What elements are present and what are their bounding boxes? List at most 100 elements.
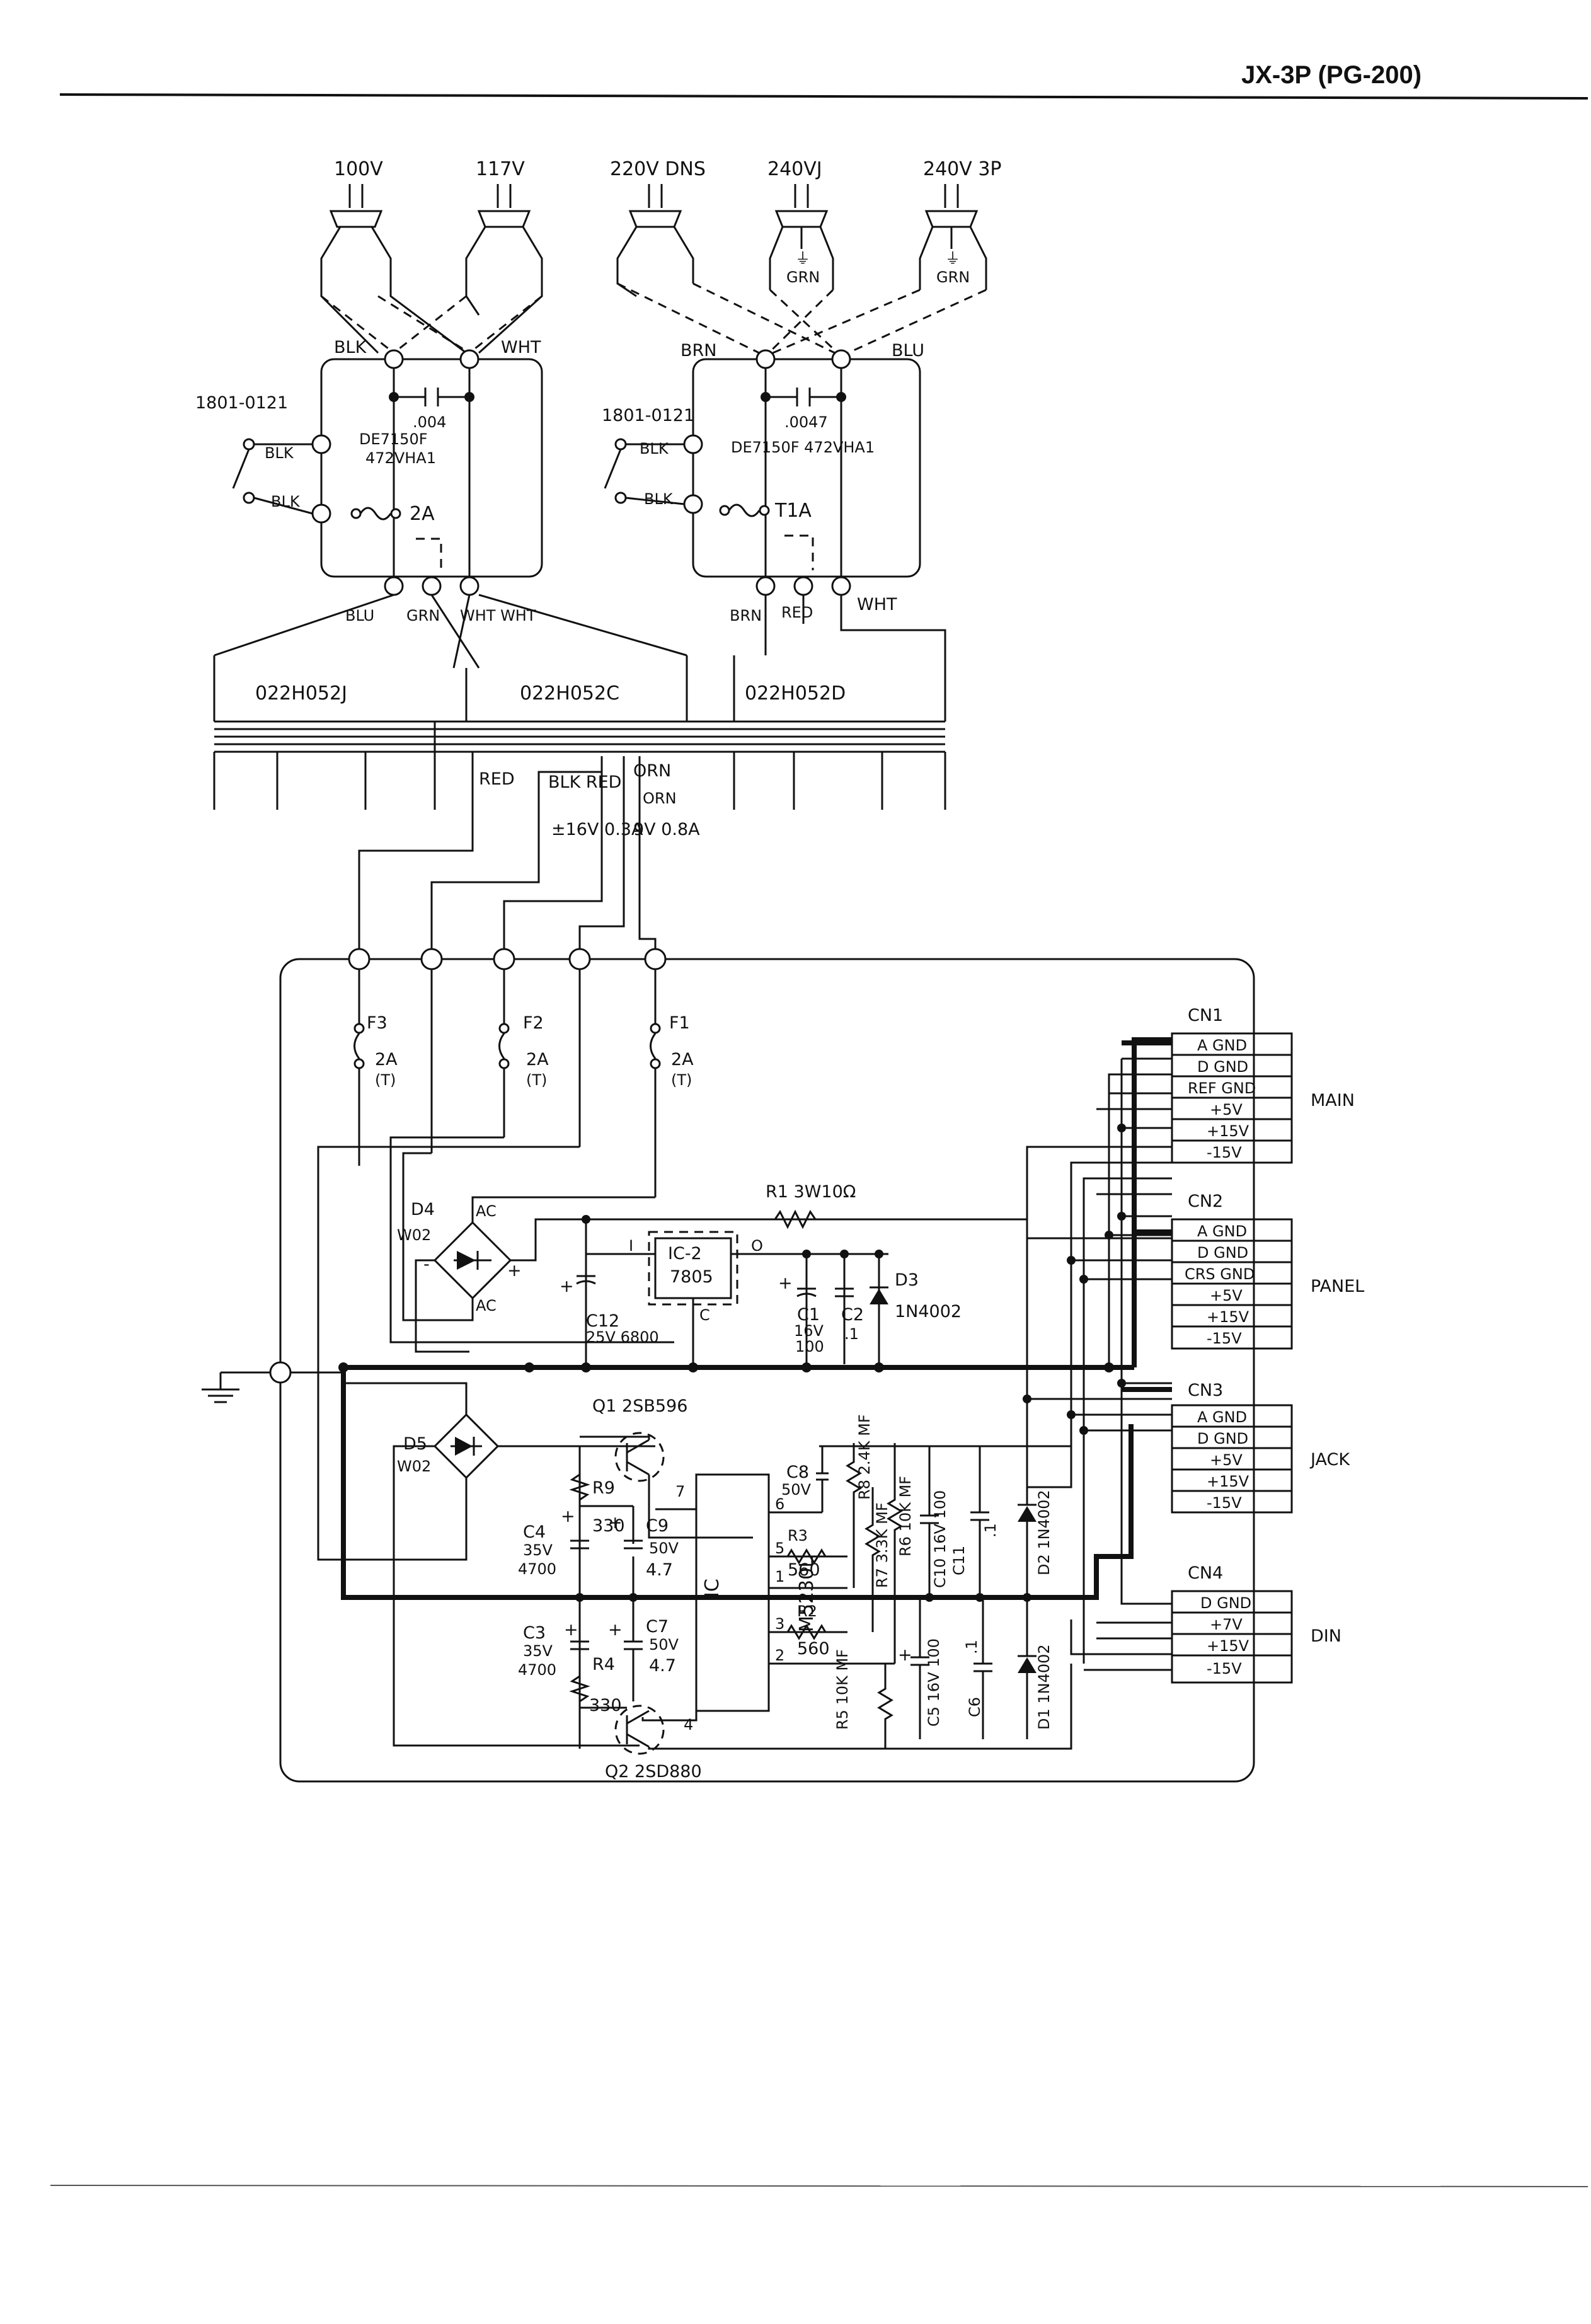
resistor-r6: R6 10K MF <box>887 1443 914 1664</box>
cn3-pin3: +5V <box>1210 1451 1243 1469</box>
c3-v: 35V <box>523 1642 553 1660</box>
cap-c11: C11 .1 <box>950 1446 999 1597</box>
cap-c2: C2 .1 <box>835 1287 864 1343</box>
cn3-pin1: A GND <box>1197 1408 1247 1426</box>
q1-label: Q1 2SB596 <box>592 1396 687 1416</box>
ic2-pin-o: O <box>751 1237 763 1255</box>
wire-blu-1: BLU <box>892 341 924 360</box>
c12-val: 25V 6800 <box>586 1328 659 1346</box>
r2-label: R2 <box>797 1602 817 1620</box>
r3-val: 560 <box>788 1560 820 1580</box>
fuse-f2-rating: 2A <box>526 1050 549 1069</box>
cn2-pin2: D GND <box>1197 1244 1248 1262</box>
d4-type: W02 <box>397 1226 431 1244</box>
cn4-pin1: D GND <box>1200 1594 1251 1612</box>
cn3-dest: JACK <box>1309 1450 1350 1470</box>
cn4-pin3: +15V <box>1207 1637 1249 1655</box>
wire-blk-1: BLK <box>334 338 367 357</box>
d4-ac1: AC <box>476 1202 497 1220</box>
c4-val: 4700 <box>518 1560 556 1578</box>
fuse-f1-rating: 2A <box>671 1050 694 1069</box>
cn3-pin2: D GND <box>1197 1430 1248 1447</box>
transistor-q2: Q2 2SD880 <box>605 1705 702 1781</box>
c7-v: 50V <box>649 1636 679 1654</box>
wire-blk-red: BLK RED <box>548 773 621 792</box>
r2-val: 560 <box>797 1639 830 1659</box>
c7-val: 4.7 <box>649 1656 676 1676</box>
fuse-f3-rating: 2A <box>375 1050 398 1069</box>
r7-label: R7 3.3K MF <box>873 1502 891 1588</box>
plug-117v: 117V <box>465 158 543 354</box>
cn1-dest: MAIN <box>1311 1091 1355 1110</box>
c3-label: C3 <box>523 1623 546 1643</box>
wire-blk-4: BLK <box>640 440 669 457</box>
switch-id-left: 1801-0121 <box>195 393 288 413</box>
cn1-pin1: A GND <box>1197 1037 1247 1054</box>
wire-wht-1: WHT <box>501 338 541 357</box>
d1-label: D1 1N4002 <box>1035 1644 1053 1730</box>
diode-d3: D3 1N4002 <box>870 1270 962 1321</box>
c10-label: C10 16V 100 <box>931 1490 949 1588</box>
ic-pin6: 6 <box>775 1495 784 1513</box>
resistor-r2: R2 560 <box>786 1602 830 1659</box>
svg-text:+: + <box>608 1513 623 1533</box>
c11-label: C11 <box>950 1546 968 1575</box>
cn3-pin5: -15V <box>1207 1494 1242 1512</box>
ic2-part: 7805 <box>670 1267 713 1287</box>
r3-label: R3 <box>788 1527 808 1545</box>
c4-label: C4 <box>523 1522 546 1542</box>
svg-text:⏚: ⏚ <box>945 250 960 267</box>
header-model: JX-3P (PG-200) <box>1241 61 1422 89</box>
header-rule <box>59 93 1588 100</box>
ic-pin2: 2 <box>775 1647 784 1664</box>
plug-label-240vj: 240VJ <box>767 158 822 180</box>
svg-text:+: + <box>898 1645 912 1665</box>
svg-text:-: - <box>423 1255 430 1274</box>
cn2-dest: PANEL <box>1311 1277 1364 1296</box>
transformer-d: 022H052D <box>745 682 846 705</box>
plug-240v3p: 240V 3P ⏚ GRN <box>919 158 1002 290</box>
switch-id-right: 1801-0121 <box>602 406 694 425</box>
svg-text:DE7150F: DE7150F <box>359 430 428 448</box>
cap-primary-right: .0047 <box>784 413 828 431</box>
plug-100v: 100V <box>320 158 467 354</box>
c11-val: .1 <box>982 1523 999 1538</box>
c5-label: C5 16V 100 <box>925 1638 943 1727</box>
fuse-f3-type: (T) <box>375 1071 396 1089</box>
cn2-name: CN2 <box>1188 1192 1223 1211</box>
plug-220v: 220V DNS <box>610 158 706 297</box>
fuse-f1-name: F1 <box>669 1013 690 1033</box>
diode-d1: D1 1N4002 <box>1018 1597 1053 1739</box>
c3-val: 4700 <box>518 1661 556 1679</box>
svg-text:⏚: ⏚ <box>795 250 810 267</box>
ic-label: IC <box>701 1579 723 1597</box>
wire-red: RED <box>479 769 515 789</box>
ic-part: M5230L <box>796 1557 818 1632</box>
fuse-f1-type: (T) <box>671 1071 692 1089</box>
r9-val: 330 <box>592 1516 625 1536</box>
svg-text:+: + <box>507 1261 522 1280</box>
r8-label: R8 2.4K MF <box>856 1414 873 1500</box>
plug-label-100v: 100V <box>334 158 383 180</box>
svg-text:+: + <box>560 1277 574 1296</box>
plug-ground-240v3p: GRN <box>936 268 970 286</box>
cn4-dest: DIN <box>1311 1626 1341 1646</box>
primary-block-right: BRN BLU .0047 DE7150F 472VHA1 1801-0121 … <box>602 341 946 687</box>
c1-v: 16V <box>794 1322 824 1340</box>
c9-val: 4.7 <box>646 1560 673 1580</box>
cn1-pin3: REF GND <box>1188 1079 1256 1097</box>
footer-rule <box>50 2185 1588 2187</box>
c6-val: .1 <box>963 1640 980 1654</box>
wire-red-2: RED <box>781 604 813 621</box>
plug-label-220v: 220V DNS <box>610 158 706 180</box>
transformer-j: 022H052J <box>255 682 347 705</box>
svg-text:+: + <box>561 1507 575 1526</box>
fuse-f3-name: F3 <box>367 1013 388 1033</box>
resistor-r9: R9 330 <box>569 1473 625 1536</box>
resistor-r3: R3 560 <box>786 1527 827 1580</box>
connector-cn1: CN1 A GND D GND REF GND +5V +15V -15V MA… <box>1171 1006 1355 1164</box>
cap-primary-left: .004 <box>413 413 446 431</box>
c1-val: 100 <box>795 1338 824 1355</box>
wire-wht-left: WHT WHT <box>460 607 536 624</box>
connector-cn3: CN3 A GND D GND +5V +15V -15V JACK <box>1171 1381 1350 1514</box>
